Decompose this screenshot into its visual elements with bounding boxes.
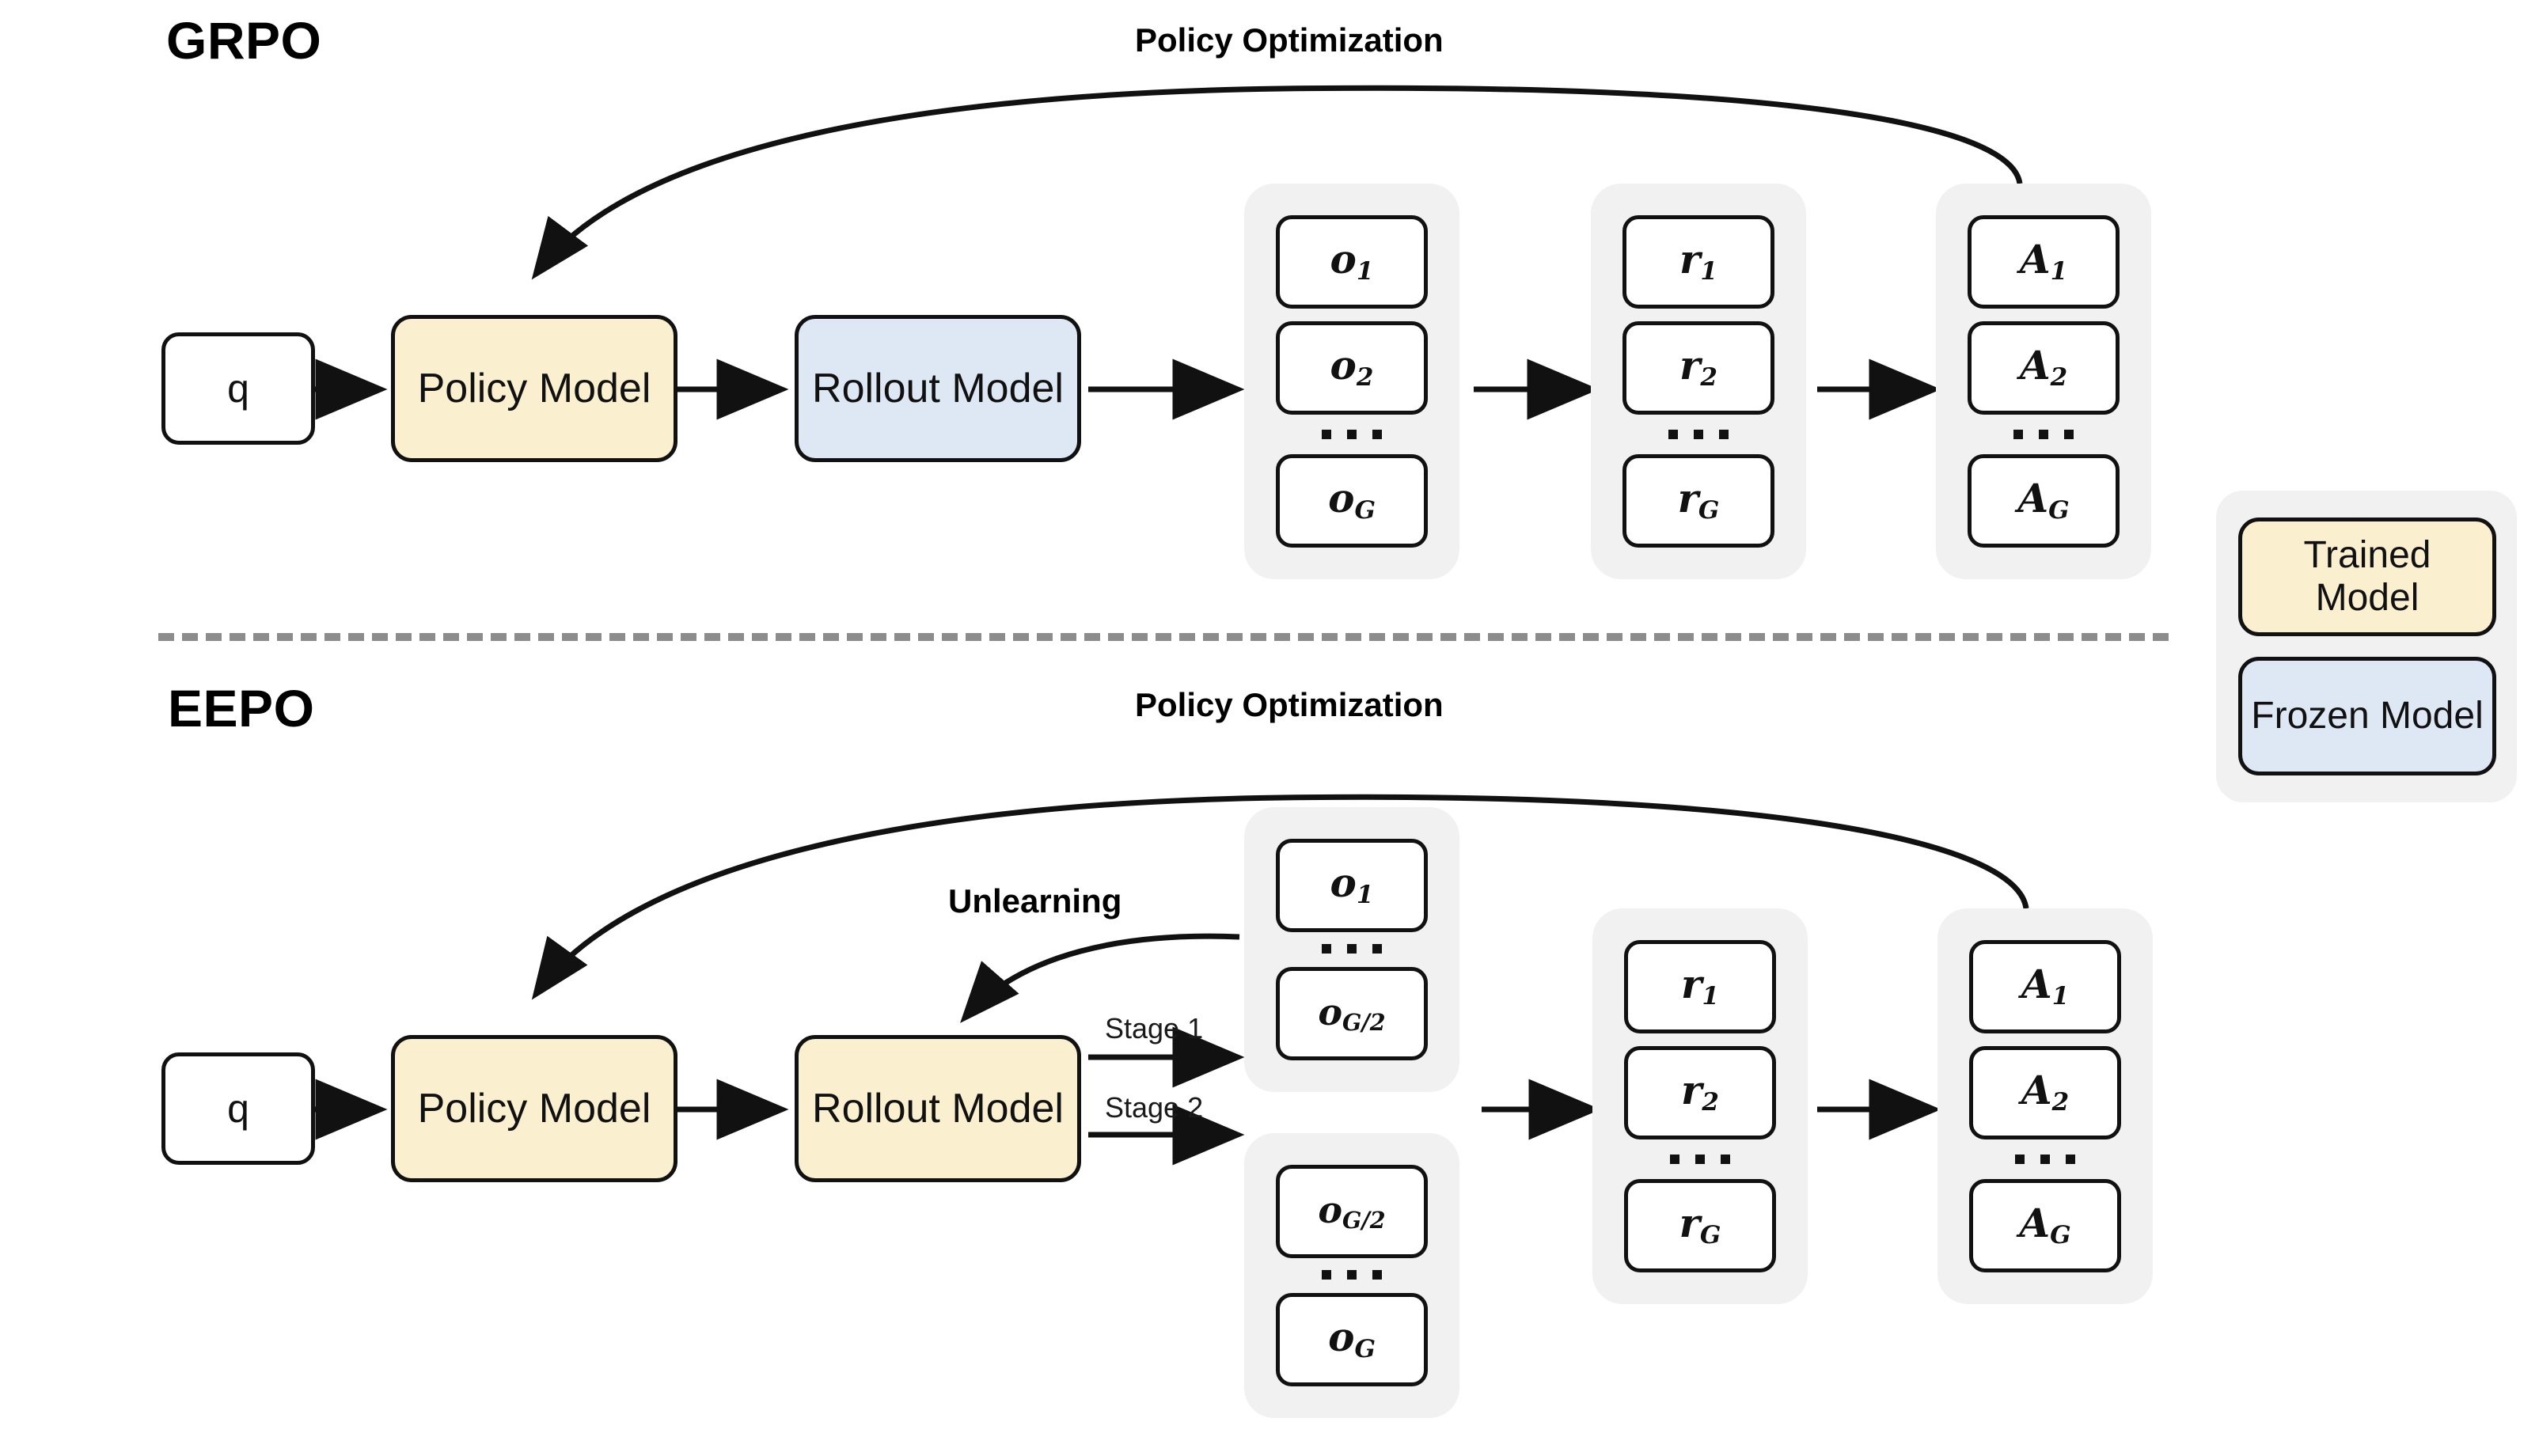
node-policy-model-eepo-label: Policy Model — [417, 1085, 651, 1132]
cell-r1-eepo[interactable]: r1 — [1624, 940, 1776, 1033]
ellipsis-outputs-grpo — [1276, 418, 1428, 451]
caption-unlearning-eepo: Unlearning — [948, 882, 1122, 919]
symbol-r1: r1 — [1681, 961, 1719, 1010]
legend-item-trained-model-label: Trained Model — [2303, 534, 2431, 619]
ellipsis-rewards-grpo — [1622, 418, 1774, 451]
ellipsis-advantages-grpo — [1968, 418, 2120, 451]
ellipsis-advantages-eepo — [1969, 1143, 2121, 1176]
legend-panel: Trained Model Frozen Model — [2216, 491, 2517, 802]
node-policy-model-eepo[interactable]: Policy Model — [391, 1035, 677, 1182]
legend-item-trained-model[interactable]: Trained Model — [2238, 518, 2496, 636]
cell-A1-eepo[interactable]: A1 — [1969, 940, 2121, 1033]
cell-r2-eepo[interactable]: r2 — [1624, 1046, 1776, 1139]
cell-AG-eepo[interactable]: AG — [1969, 1179, 2121, 1272]
node-q-grpo-label: q — [227, 366, 249, 411]
symbol-rG: rG — [1679, 1200, 1721, 1249]
symbol-oG: oG — [1328, 475, 1376, 525]
cell-o2-grpo[interactable]: o2 — [1276, 321, 1428, 415]
cell-r2-grpo[interactable]: r2 — [1622, 321, 1774, 415]
caption-policy-optimization-eepo: Policy Optimization — [1135, 686, 1444, 723]
symbol-AG: AG — [2019, 1200, 2071, 1249]
cell-A2-eepo[interactable]: A2 — [1969, 1046, 2121, 1139]
node-rollout-model-eepo[interactable]: Rollout Model — [795, 1035, 1081, 1182]
cell-o1-grpo[interactable]: o1 — [1276, 215, 1428, 309]
label-stage-1: Stage 1 — [1105, 1012, 1204, 1045]
label-stage-2: Stage 2 — [1105, 1091, 1204, 1124]
symbol-A1: A1 — [2021, 961, 2070, 1010]
symbol-r2: r2 — [1679, 342, 1717, 392]
cell-A2-grpo[interactable]: A2 — [1968, 321, 2120, 415]
legend-item-frozen-model-label: Frozen Model — [2251, 695, 2484, 737]
cell-oGhalf-stage2-eepo[interactable]: oG/2 — [1276, 1165, 1428, 1258]
node-q-eepo-label: q — [227, 1086, 249, 1131]
symbol-r2: r2 — [1681, 1067, 1719, 1117]
symbol-oG: oG — [1328, 1314, 1376, 1363]
symbol-o1: o1 — [1330, 859, 1374, 909]
caption-policy-optimization-grpo: Policy Optimization — [1135, 21, 1444, 59]
node-rollout-model-grpo[interactable]: Rollout Model — [795, 315, 1081, 462]
ellipsis-rewards-eepo — [1624, 1143, 1776, 1176]
cell-r1-grpo[interactable]: r1 — [1622, 215, 1774, 309]
cell-oG-grpo[interactable]: oG — [1276, 454, 1428, 548]
cell-rG-eepo[interactable]: rG — [1624, 1179, 1776, 1272]
node-q-eepo[interactable]: q — [161, 1052, 315, 1165]
ellipsis-outputs-stage2-eepo — [1276, 1258, 1428, 1291]
cell-A1-grpo[interactable]: A1 — [1968, 215, 2120, 309]
curve-unlearning-eepo — [960, 933, 1240, 1023]
symbol-o2: o2 — [1330, 342, 1374, 392]
symbol-o1: o1 — [1330, 236, 1374, 286]
symbol-A2: A2 — [2019, 342, 2068, 392]
node-q-grpo[interactable]: q — [161, 332, 315, 445]
section-title-eepo: EEPO — [168, 679, 315, 737]
node-rollout-model-eepo-label: Rollout Model — [812, 1085, 1064, 1132]
symbol-r1: r1 — [1679, 236, 1717, 286]
section-divider — [158, 633, 2169, 641]
ellipsis-outputs-stage1-eepo — [1276, 932, 1428, 965]
cell-o1-eepo[interactable]: o1 — [1276, 839, 1428, 932]
cell-oGhalf-stage1-eepo[interactable]: oG/2 — [1276, 967, 1428, 1060]
node-rollout-model-grpo-label: Rollout Model — [812, 365, 1064, 411]
node-policy-model-grpo-label: Policy Model — [417, 365, 651, 411]
cell-oG-stage2-eepo[interactable]: oG — [1276, 1293, 1428, 1386]
cell-AG-grpo[interactable]: AG — [1968, 454, 2120, 548]
legend-item-frozen-model[interactable]: Frozen Model — [2238, 657, 2496, 775]
symbol-rG: rG — [1677, 475, 1720, 525]
symbol-oG-half: oG/2 — [1318, 990, 1386, 1036]
cell-rG-grpo[interactable]: rG — [1622, 454, 1774, 548]
symbol-oG-half: oG/2 — [1318, 1188, 1386, 1234]
symbol-A2: A2 — [2021, 1067, 2070, 1117]
symbol-A1: A1 — [2019, 236, 2068, 286]
symbol-AG: AG — [2017, 475, 2070, 525]
section-title-grpo: GRPO — [166, 11, 322, 70]
node-policy-model-grpo[interactable]: Policy Model — [391, 315, 677, 462]
